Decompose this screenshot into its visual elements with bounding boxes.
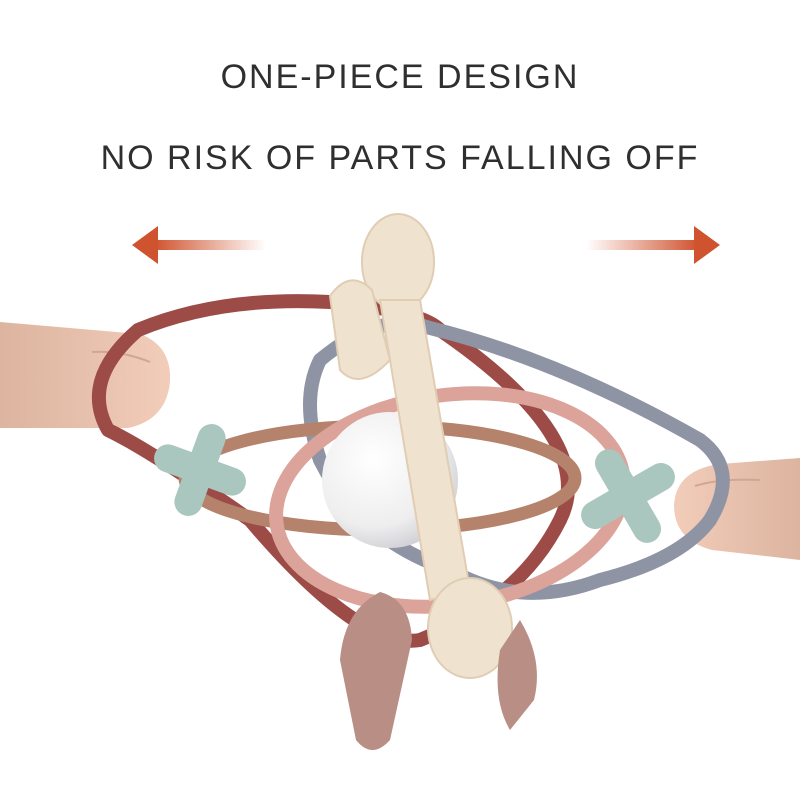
cream-stick xyxy=(328,213,513,679)
left-finger xyxy=(0,322,171,428)
headline-no-risk: NO RISK OF PARTS FALLING OFF xyxy=(100,139,700,177)
mint-cross-left xyxy=(154,424,246,516)
right-arrow-icon xyxy=(586,226,720,264)
headline-one-piece: ONE-PIECE DESIGN xyxy=(220,58,580,96)
mint-cross-right xyxy=(581,449,675,543)
left-arrow-icon xyxy=(132,226,266,264)
brown-paddles xyxy=(340,592,537,750)
